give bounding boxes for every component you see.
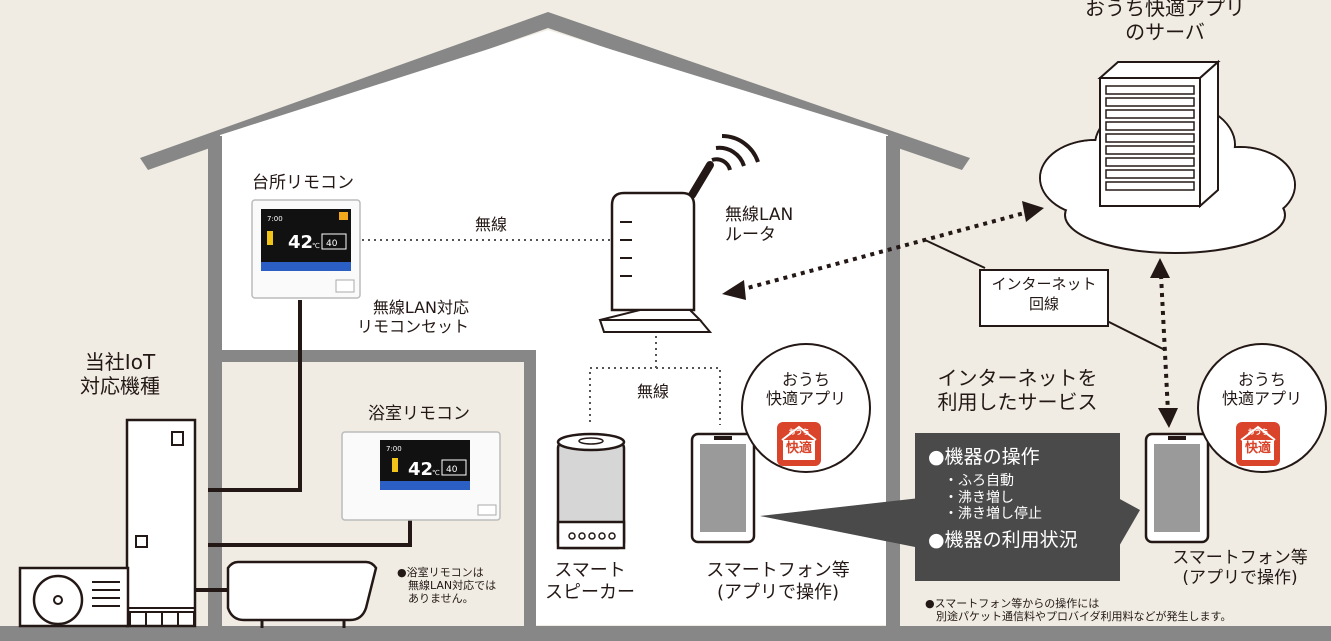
internet-line-line1: インターネット xyxy=(991,275,1097,293)
outdoor-heat-pump-icon xyxy=(18,566,195,628)
server-title: おうち快適アプリ のサーバ xyxy=(1060,0,1270,44)
bath-remote-image: 7:00 42 ℃ 40 xyxy=(341,431,501,521)
iot-device-line1: 当社IoT xyxy=(84,350,156,374)
kitchen-remote-time: 7:00 xyxy=(267,215,283,223)
bath-note-line2: 無線LAN対応では xyxy=(408,579,497,593)
router-label: 無線LAN ルータ xyxy=(725,205,793,246)
app-badge-right-line2: 快適アプリ xyxy=(1221,389,1302,409)
server-icon xyxy=(1097,59,1221,209)
app-icon-right-main: 快適 xyxy=(1244,441,1271,456)
wireless-label-mid: 無線 xyxy=(637,382,670,401)
bath-note-line3: ありません。 xyxy=(408,592,474,606)
remote-set-line2: リモコンセット xyxy=(357,317,470,337)
phone-left-label: スマートフォン等 (アプリで操作) xyxy=(688,560,868,603)
feature-heading-operation: ●機器の操作 xyxy=(928,446,1040,468)
house-right-wall xyxy=(886,136,900,628)
app-badge-left xyxy=(741,343,871,473)
speaker-label-line1: スマート xyxy=(554,560,626,581)
app-badge-right-text: おうち 快適アプリ xyxy=(1212,370,1312,408)
bath-remote-note: ●浴室リモコンは 無線LAN対応では ありません。 xyxy=(397,566,496,606)
bath-remote-temp: 42 xyxy=(408,459,433,480)
app-icon-left-main: 快適 xyxy=(785,441,812,456)
kitchen-remote-image: 7:00 42 ℃ 40 xyxy=(251,199,361,299)
router-label-line2: ルータ xyxy=(725,225,776,246)
router-label-line1: 無線LAN xyxy=(725,205,794,225)
internet-line-label: インターネット 回線 xyxy=(980,275,1108,314)
bath-remote-time: 7:00 xyxy=(386,445,402,453)
phone-right-label: スマートフォン等 (アプリで操作) xyxy=(1150,548,1330,589)
smartphone-left-icon xyxy=(690,432,756,544)
service-panel xyxy=(915,433,1120,581)
ground-line xyxy=(0,626,1331,641)
iot-device-label: 当社IoT 対応機種 xyxy=(70,350,170,398)
app-icon-right-line1: おうち xyxy=(1247,428,1269,436)
bath-remote-title: 浴室リモコン xyxy=(368,404,470,424)
remote-set-label: 無線LAN対応 リモコンセット xyxy=(357,298,469,336)
kitchen-remote-volume: 40 xyxy=(326,239,338,249)
iot-device-line2: 対応機種 xyxy=(80,374,160,398)
wireless-link-router-devices xyxy=(589,336,721,425)
app-badge-right xyxy=(1197,343,1327,473)
server-title-line1: おうち快適アプリ xyxy=(1085,0,1245,20)
footnote: ●スマートフォン等からの操作には 別途パケット通信料やプロバイダ利用料などが発生… xyxy=(925,597,1231,623)
kitchen-remote-title: 台所リモコン xyxy=(252,173,354,193)
wireless-label-top: 無線 xyxy=(475,215,508,234)
house-left-wall xyxy=(208,136,222,628)
internet-line-connector xyxy=(924,239,986,269)
phone-right-line1: スマートフォン等 xyxy=(1172,548,1308,568)
speaker-label: スマート スピーカー xyxy=(540,560,640,603)
service-pointer-left xyxy=(760,498,920,548)
app-badge-left-line2: 快適アプリ xyxy=(765,389,846,409)
phone-left-line1: スマートフォン等 xyxy=(706,560,850,581)
smartphone-right-icon xyxy=(1144,432,1210,544)
feature-heading-status: ●機器の利用状況 xyxy=(928,529,1078,552)
wireless-router-icon xyxy=(598,134,760,333)
service-title-line1: インターネットを xyxy=(937,366,1098,390)
smart-speaker-icon xyxy=(556,432,626,550)
app-badge-left-text: おうち 快適アプリ xyxy=(756,370,856,408)
service-pointer-right xyxy=(1118,498,1140,548)
app-badge-right-line1: おうち xyxy=(1237,370,1286,389)
server-title-line2: のサーバ xyxy=(1125,20,1205,44)
water-heater-unit-icon xyxy=(125,418,197,628)
speaker-label-line2: スピーカー xyxy=(545,581,635,603)
feature-list: ●機器の操作 ・ふろ自動 ・沸き増し ・沸き増し停止 ●機器の利用状況 xyxy=(928,446,1078,552)
internet-line-box xyxy=(979,269,1109,327)
bath-remote-volume: 40 xyxy=(446,465,458,475)
remote-set-line1: 無線LAN対応 xyxy=(372,298,470,317)
bath-note-line1: ●浴室リモコンは xyxy=(397,566,484,579)
footnote-line1: ●スマートフォン等からの操作には xyxy=(925,597,1100,610)
feature-item: ・沸き増し停止 xyxy=(944,506,1042,523)
app-icon-left-line1: おうち xyxy=(788,428,810,436)
feature-item: ・沸き増し xyxy=(944,489,1014,506)
phone-left-line2: (アプリで操作) xyxy=(716,581,840,603)
router-to-cloud-arrow xyxy=(722,201,1044,300)
kitchen-remote-unit: ℃ xyxy=(312,242,320,250)
floor-divider xyxy=(220,350,536,362)
bath-remote-unit: ℃ xyxy=(432,469,440,477)
app-icon-left-text: おうち xyxy=(783,428,815,436)
bathroom-right-wall xyxy=(524,350,536,628)
cloud-to-phone-arrow xyxy=(1150,258,1178,428)
bathtub-icon xyxy=(226,560,378,628)
app-icon-right-text: おうち xyxy=(1242,428,1274,436)
service-title: インターネットを 利用したサービス xyxy=(910,366,1125,414)
internet-line-connector-2 xyxy=(1104,319,1166,351)
feature-item: ・ふろ自動 xyxy=(944,472,1014,489)
kitchen-remote-temp: 42 xyxy=(288,232,313,253)
service-title-line2: 利用したサービス xyxy=(937,390,1098,414)
footnote-line2: 別途パケット通信料やプロバイダ利用料などが発生します。 xyxy=(936,610,1232,624)
internet-line-line2: 回線 xyxy=(1028,294,1059,313)
app-badge-left-line1: おうち xyxy=(781,370,830,389)
phone-right-line2: (アプリで操作) xyxy=(1182,568,1298,589)
